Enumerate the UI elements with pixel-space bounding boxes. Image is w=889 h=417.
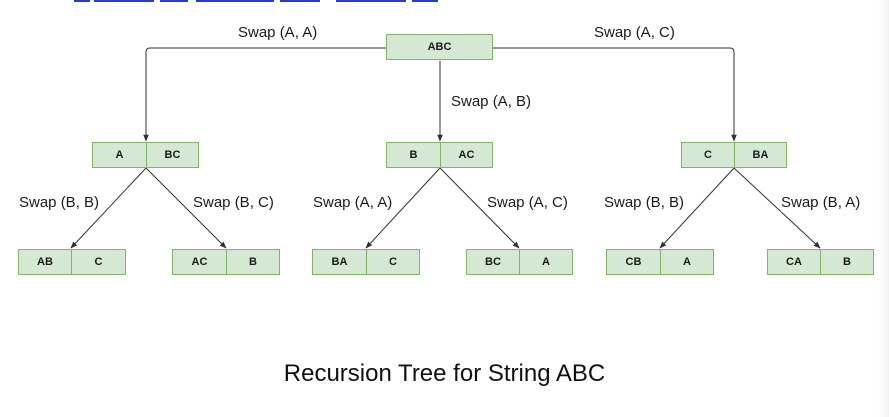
- node-l2-ca-b: CA B: [767, 249, 874, 275]
- node-l2-ba-c: BA C: [312, 249, 420, 275]
- page-edge-shade: [878, 0, 889, 417]
- node-cell-fixed: CA: [767, 249, 821, 275]
- node-cell-rest: B: [820, 249, 874, 275]
- edge-label-b-left: Swap (A, A): [313, 194, 393, 212]
- cropped-text-strip: [0, 0, 889, 5]
- node-cell-rest: BA: [734, 142, 787, 168]
- edge-label-b-right: Swap (A, C): [487, 194, 568, 212]
- node-cell-fixed: CB: [606, 249, 661, 275]
- node-cell-rest: B: [226, 249, 280, 275]
- node-l1-c: C BA: [681, 142, 787, 168]
- node-cell-rest: BC: [146, 142, 199, 168]
- edge-label-root-right: Swap (A, C): [594, 24, 675, 42]
- node-cell-fixed: B: [386, 142, 441, 168]
- node-cell-fixed: BC: [466, 249, 520, 275]
- node-cell-rest: C: [366, 249, 420, 275]
- node-cell-fixed: C: [681, 142, 735, 168]
- edge-label-a-left: Swap (B, B): [19, 194, 100, 212]
- node-cell-rest: C: [71, 249, 126, 275]
- node-root: ABC: [386, 34, 493, 60]
- edge-label-root-left: Swap (A, A): [238, 24, 318, 42]
- node-cell-fixed: A: [92, 142, 147, 168]
- node-root-cell: ABC: [386, 34, 493, 60]
- diagram-caption: Recursion Tree for String ABC: [283, 360, 606, 387]
- node-cell-rest: A: [660, 249, 714, 275]
- node-cell-fixed: AB: [18, 249, 72, 275]
- edge-root-right: [493, 47, 737, 142]
- node-l2-ab-c: AB C: [18, 249, 126, 275]
- edge-b-right: [439, 167, 520, 249]
- edge-a-right: [145, 167, 227, 249]
- node-l2-cb-a: CB A: [606, 249, 714, 275]
- edge-root-left: [143, 47, 386, 142]
- node-cell-fixed: BA: [312, 249, 367, 275]
- edge-c-left: [659, 167, 735, 249]
- edge-b-left: [365, 167, 441, 249]
- node-cell-rest: AC: [440, 142, 493, 168]
- node-l2-bc-a: BC A: [466, 249, 573, 275]
- edge-label-c-left: Swap (B, B): [604, 194, 685, 212]
- node-cell-rest: A: [519, 249, 573, 275]
- node-l2-ac-b: AC B: [172, 249, 280, 275]
- edge-a-left: [70, 167, 147, 249]
- edge-label-root-mid: Swap (A, B): [451, 93, 532, 111]
- edge-c-right: [733, 167, 821, 249]
- edge-label-c-right: Swap (B, A): [781, 194, 861, 212]
- node-cell-fixed: AC: [172, 249, 227, 275]
- edge-label-a-right: Swap (B, C): [193, 194, 274, 212]
- node-l1-a: A BC: [92, 142, 199, 168]
- node-l1-b: B AC: [386, 142, 493, 168]
